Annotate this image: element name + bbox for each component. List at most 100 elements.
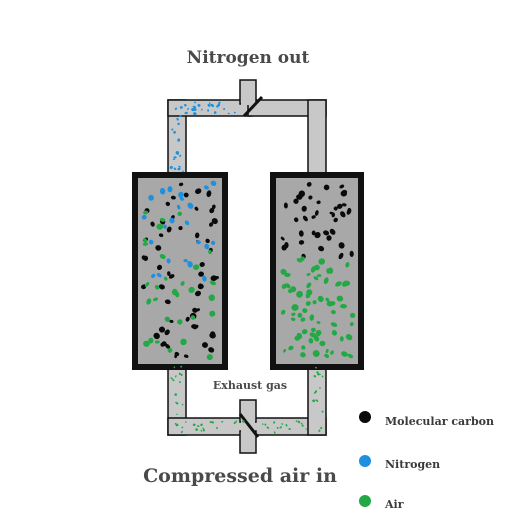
carbon-particle [194, 206, 199, 211]
nitrogen-particle [166, 258, 171, 264]
air-particle [281, 283, 287, 289]
air-particle [306, 273, 311, 276]
nitrogen-particle [184, 220, 190, 226]
air-particle [288, 345, 294, 351]
bottom-valve [238, 413, 260, 438]
nitrogen-particle [204, 243, 210, 250]
air-particle [335, 281, 342, 287]
carbon-particle [194, 290, 202, 297]
nitrogen-particle [179, 196, 184, 201]
air-particle [159, 253, 166, 260]
air-particle [313, 375, 315, 377]
air-particle [175, 423, 179, 427]
carbon-particle [165, 201, 171, 207]
nitrogen-particle [194, 101, 197, 104]
carbon-particle [323, 184, 330, 191]
air-particle [288, 428, 291, 430]
carbon-particle [333, 217, 338, 223]
bottom-piping [167, 364, 327, 454]
air-particle [318, 429, 321, 432]
air-particle [336, 295, 344, 302]
air-particle [301, 345, 306, 350]
air-particle [266, 426, 269, 429]
carbon-particle [342, 189, 348, 194]
air-particle [242, 420, 245, 423]
carbon-particle [178, 182, 184, 187]
air-particle [216, 426, 218, 430]
carbon-particle [185, 316, 190, 322]
air-particle [321, 410, 324, 413]
air-particle [326, 268, 331, 274]
air-particle [209, 420, 212, 424]
carbon-particle [153, 332, 160, 340]
air-particle [143, 340, 150, 347]
air-particle [291, 312, 296, 316]
carbon-particle [347, 207, 352, 213]
air-particle [192, 423, 196, 427]
carbon-particle [167, 271, 171, 276]
nitrogen-particle [227, 112, 230, 115]
top-piping [167, 79, 327, 176]
nitrogen-particle [151, 273, 156, 279]
air-particle [180, 338, 187, 346]
air-particle [312, 350, 320, 357]
nitrogen-particle [179, 154, 182, 157]
carbon-particle [195, 188, 202, 195]
carbon-particle [302, 215, 308, 222]
air-particle [281, 423, 283, 425]
carbon-particle [314, 210, 319, 216]
nitrogen-particle [159, 187, 166, 195]
air-particle [176, 413, 178, 415]
nitrogen-particle [211, 240, 216, 245]
air-particle [330, 350, 334, 355]
air-particle [154, 284, 160, 290]
air-particle [209, 310, 216, 317]
carbon-particle [198, 271, 204, 277]
air-particle [148, 337, 154, 344]
nitrogen-particle [216, 104, 220, 108]
carbon-particle [311, 230, 316, 236]
air-particle [280, 309, 286, 315]
nitrogen-particle [210, 180, 217, 186]
carbon-particle [168, 274, 175, 279]
molecular-carbon-dot-icon [359, 411, 371, 423]
air-particle [341, 280, 349, 287]
air-flow-particles [170, 365, 324, 434]
nitrogen-particle [187, 107, 189, 110]
nitrogen-particle [174, 107, 178, 111]
air-particle [273, 431, 276, 434]
nitrogen-particle [179, 106, 183, 109]
air-particle [319, 340, 326, 347]
carbon-particle [326, 235, 332, 241]
carbon-particle [211, 218, 218, 225]
carbon-particle [178, 226, 183, 231]
carbon-particle [281, 244, 287, 251]
air-particle [190, 315, 196, 320]
nitrogen-particle [177, 167, 181, 171]
air-particle [306, 289, 313, 296]
air-particle [302, 308, 308, 314]
air-particle [300, 352, 306, 358]
air-particle [350, 312, 356, 318]
carbon-particle [166, 226, 172, 233]
air-particle [339, 336, 344, 342]
air-particle [328, 301, 336, 306]
air-particle [345, 262, 350, 268]
air-particle [180, 430, 183, 434]
air-particle [330, 309, 336, 315]
legend-label-molecular-carbon: Molecular carbon [385, 415, 494, 428]
air-particle [301, 329, 308, 335]
air-particle [200, 429, 203, 432]
air-particle [316, 371, 319, 374]
nitrogen-out-label: Nitrogen out [187, 48, 310, 68]
air-particle [296, 258, 303, 263]
carbon-particle [298, 240, 305, 245]
compressed-air-in-label: Compressed air in [143, 465, 337, 487]
air-particle [294, 335, 301, 341]
air-particle [167, 347, 173, 353]
air-particle [181, 426, 184, 429]
carbon-particle [164, 299, 171, 305]
carbon-particle [164, 329, 170, 336]
carbon-particle [208, 222, 214, 227]
